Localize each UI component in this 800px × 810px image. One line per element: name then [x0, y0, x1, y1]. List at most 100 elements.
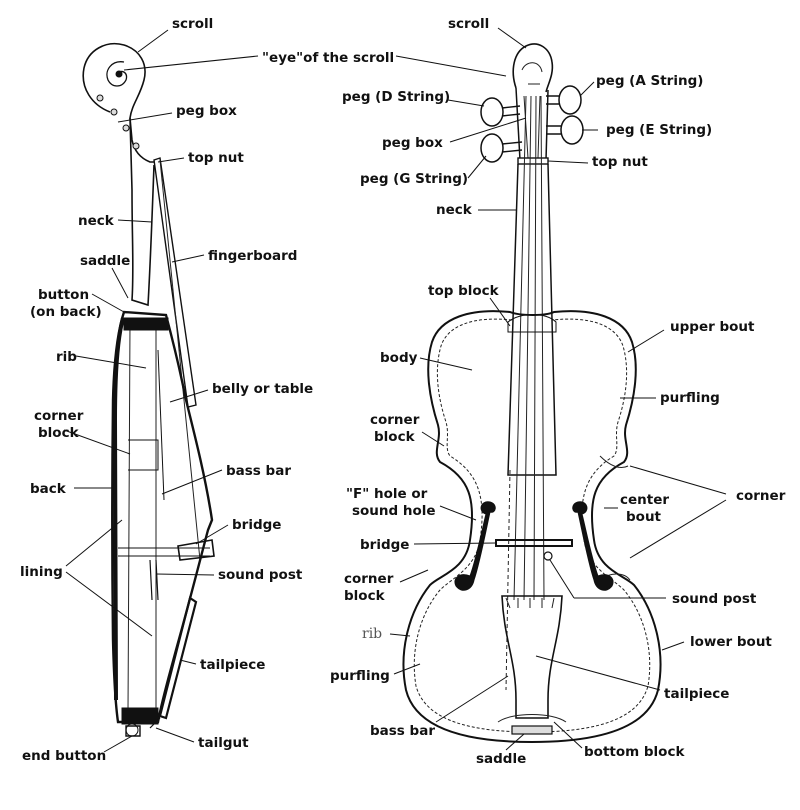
side-lining-lines — [118, 547, 210, 557]
label-side-saddle: saddle — [80, 253, 130, 269]
label-front-pegbox: peg box — [382, 135, 443, 151]
leader-front-rib — [389, 633, 411, 637]
leader-side-endbutton — [103, 735, 133, 753]
leader-front-pegbox — [449, 117, 527, 143]
front-bottom-block — [497, 714, 567, 723]
leader-lines — [63, 27, 727, 753]
label-front-topblock: top block — [428, 283, 500, 299]
label-side-belly: belly or table — [212, 381, 313, 397]
leader-front-lowerbout — [661, 641, 685, 651]
side-bridge — [177, 539, 215, 561]
leader-side-rib — [75, 355, 147, 369]
label-front-body: body — [380, 350, 418, 366]
label-front-peg-a: peg (A String) — [596, 73, 703, 89]
front-pegbox-outline — [515, 87, 549, 161]
leader-front-corner-2 — [629, 499, 727, 559]
label-front-lowerbout: lower bout — [690, 634, 772, 650]
label-front-cornerblock-upper-2: block — [374, 429, 416, 445]
label-front-fhole-2: sound hole — [352, 503, 436, 519]
side-peg-hole-1 — [96, 94, 104, 102]
front-scroll-outline — [512, 43, 554, 93]
front-sound-post — [543, 551, 553, 561]
label-front-neck: neck — [436, 202, 473, 218]
front-purfling-line — [413, 318, 651, 733]
label-front-scroll: scroll — [448, 16, 489, 32]
label-side-pegbox: peg box — [176, 103, 237, 119]
label-side-button-1: button — [38, 287, 89, 303]
leader-side-eye — [123, 55, 259, 71]
side-fingerboard — [153, 157, 197, 408]
label-side-soundpost: sound post — [218, 567, 303, 583]
side-scroll-eye-dot — [115, 70, 123, 78]
label-front-centerbout-1: center — [620, 492, 669, 508]
leader-front-peg-d — [447, 99, 485, 107]
front-peg-a — [558, 85, 582, 115]
leader-front-tailpiece — [535, 655, 661, 691]
label-side-button-2: (on back) — [30, 304, 102, 320]
label-side-rib: rib — [56, 349, 77, 365]
leader-side-pegbox — [117, 112, 173, 123]
label-front-peg-d: peg (D String) — [342, 89, 450, 105]
label-side-back: back — [30, 481, 67, 497]
leader-front-cornerblock-upper — [421, 431, 445, 447]
side-body-outline — [111, 310, 214, 724]
label-side-bassbar: bass bar — [226, 463, 291, 479]
side-peg-hole-3 — [122, 124, 130, 132]
label-front-bottomblock: bottom block — [584, 744, 685, 760]
label-side-lining: lining — [20, 564, 63, 580]
front-peg-a-shaft — [546, 95, 560, 105]
side-top-block — [123, 317, 169, 331]
side-peg-hole-4 — [132, 142, 140, 150]
leader-front-topnut — [547, 160, 589, 164]
front-peg-g — [480, 133, 504, 163]
leader-front-corner-1 — [629, 465, 727, 495]
label-front-topnut: top nut — [592, 154, 648, 170]
label-side-cornerblock-2: block — [38, 425, 80, 441]
label-side-topnut: top nut — [188, 150, 244, 166]
leader-side-belly — [169, 389, 209, 403]
label-side-endbutton: end button — [22, 748, 106, 764]
front-view-violin — [402, 43, 662, 744]
leader-front-body — [419, 357, 473, 371]
front-scroll-detail — [521, 62, 543, 85]
leader-front-scroll — [497, 27, 527, 49]
leader-side-fingerboard — [171, 254, 205, 263]
side-neck-outline — [129, 117, 155, 307]
leader-front-peg-a — [579, 81, 595, 97]
front-peg-e — [560, 115, 584, 145]
front-peg-e-shaft — [546, 125, 562, 135]
side-sound-post — [149, 559, 159, 601]
leader-side-lining-1 — [65, 519, 123, 567]
leader-front-purfling-lower — [393, 663, 421, 675]
leader-side-bridge — [195, 524, 229, 545]
front-bridge — [495, 539, 573, 547]
leader-front-eye — [395, 55, 507, 77]
leader-side-cornerblock — [63, 429, 131, 455]
label-front-cornerblock-lower-2: block — [344, 588, 386, 604]
leader-front-bassbar — [435, 675, 509, 723]
side-tailgut — [149, 717, 161, 729]
label-side-bridge: bridge — [232, 517, 281, 533]
side-rib-lines — [127, 321, 157, 713]
label-front-peg-g: peg (G String) — [360, 171, 468, 187]
label-front-fhole-1: "F" hole or — [346, 486, 428, 502]
front-f-hole-left — [454, 501, 496, 591]
leader-side-scroll — [137, 29, 169, 53]
front-fingerboard — [507, 163, 557, 476]
front-f-hole-right — [572, 501, 614, 591]
front-peg-g-shaft — [501, 141, 523, 153]
label-side-tailgut: tailgut — [198, 735, 249, 751]
leader-front-fhole — [439, 505, 477, 521]
leader-front-soundpost-d — [549, 559, 575, 599]
leader-front-peg-g — [467, 155, 487, 179]
label-side-fingerboard: fingerboard — [208, 248, 297, 264]
label-front-saddle: saddle — [476, 751, 526, 767]
side-peg-hole-2 — [110, 108, 118, 116]
label-front-tailpiece: tailpiece — [664, 686, 729, 702]
side-tailpiece — [158, 596, 198, 720]
label-front-bassbar: bass bar — [370, 723, 435, 739]
leader-front-cornerblock-lower — [399, 569, 429, 583]
front-fine-tuners — [505, 597, 555, 609]
leader-side-bassbar — [161, 469, 223, 495]
